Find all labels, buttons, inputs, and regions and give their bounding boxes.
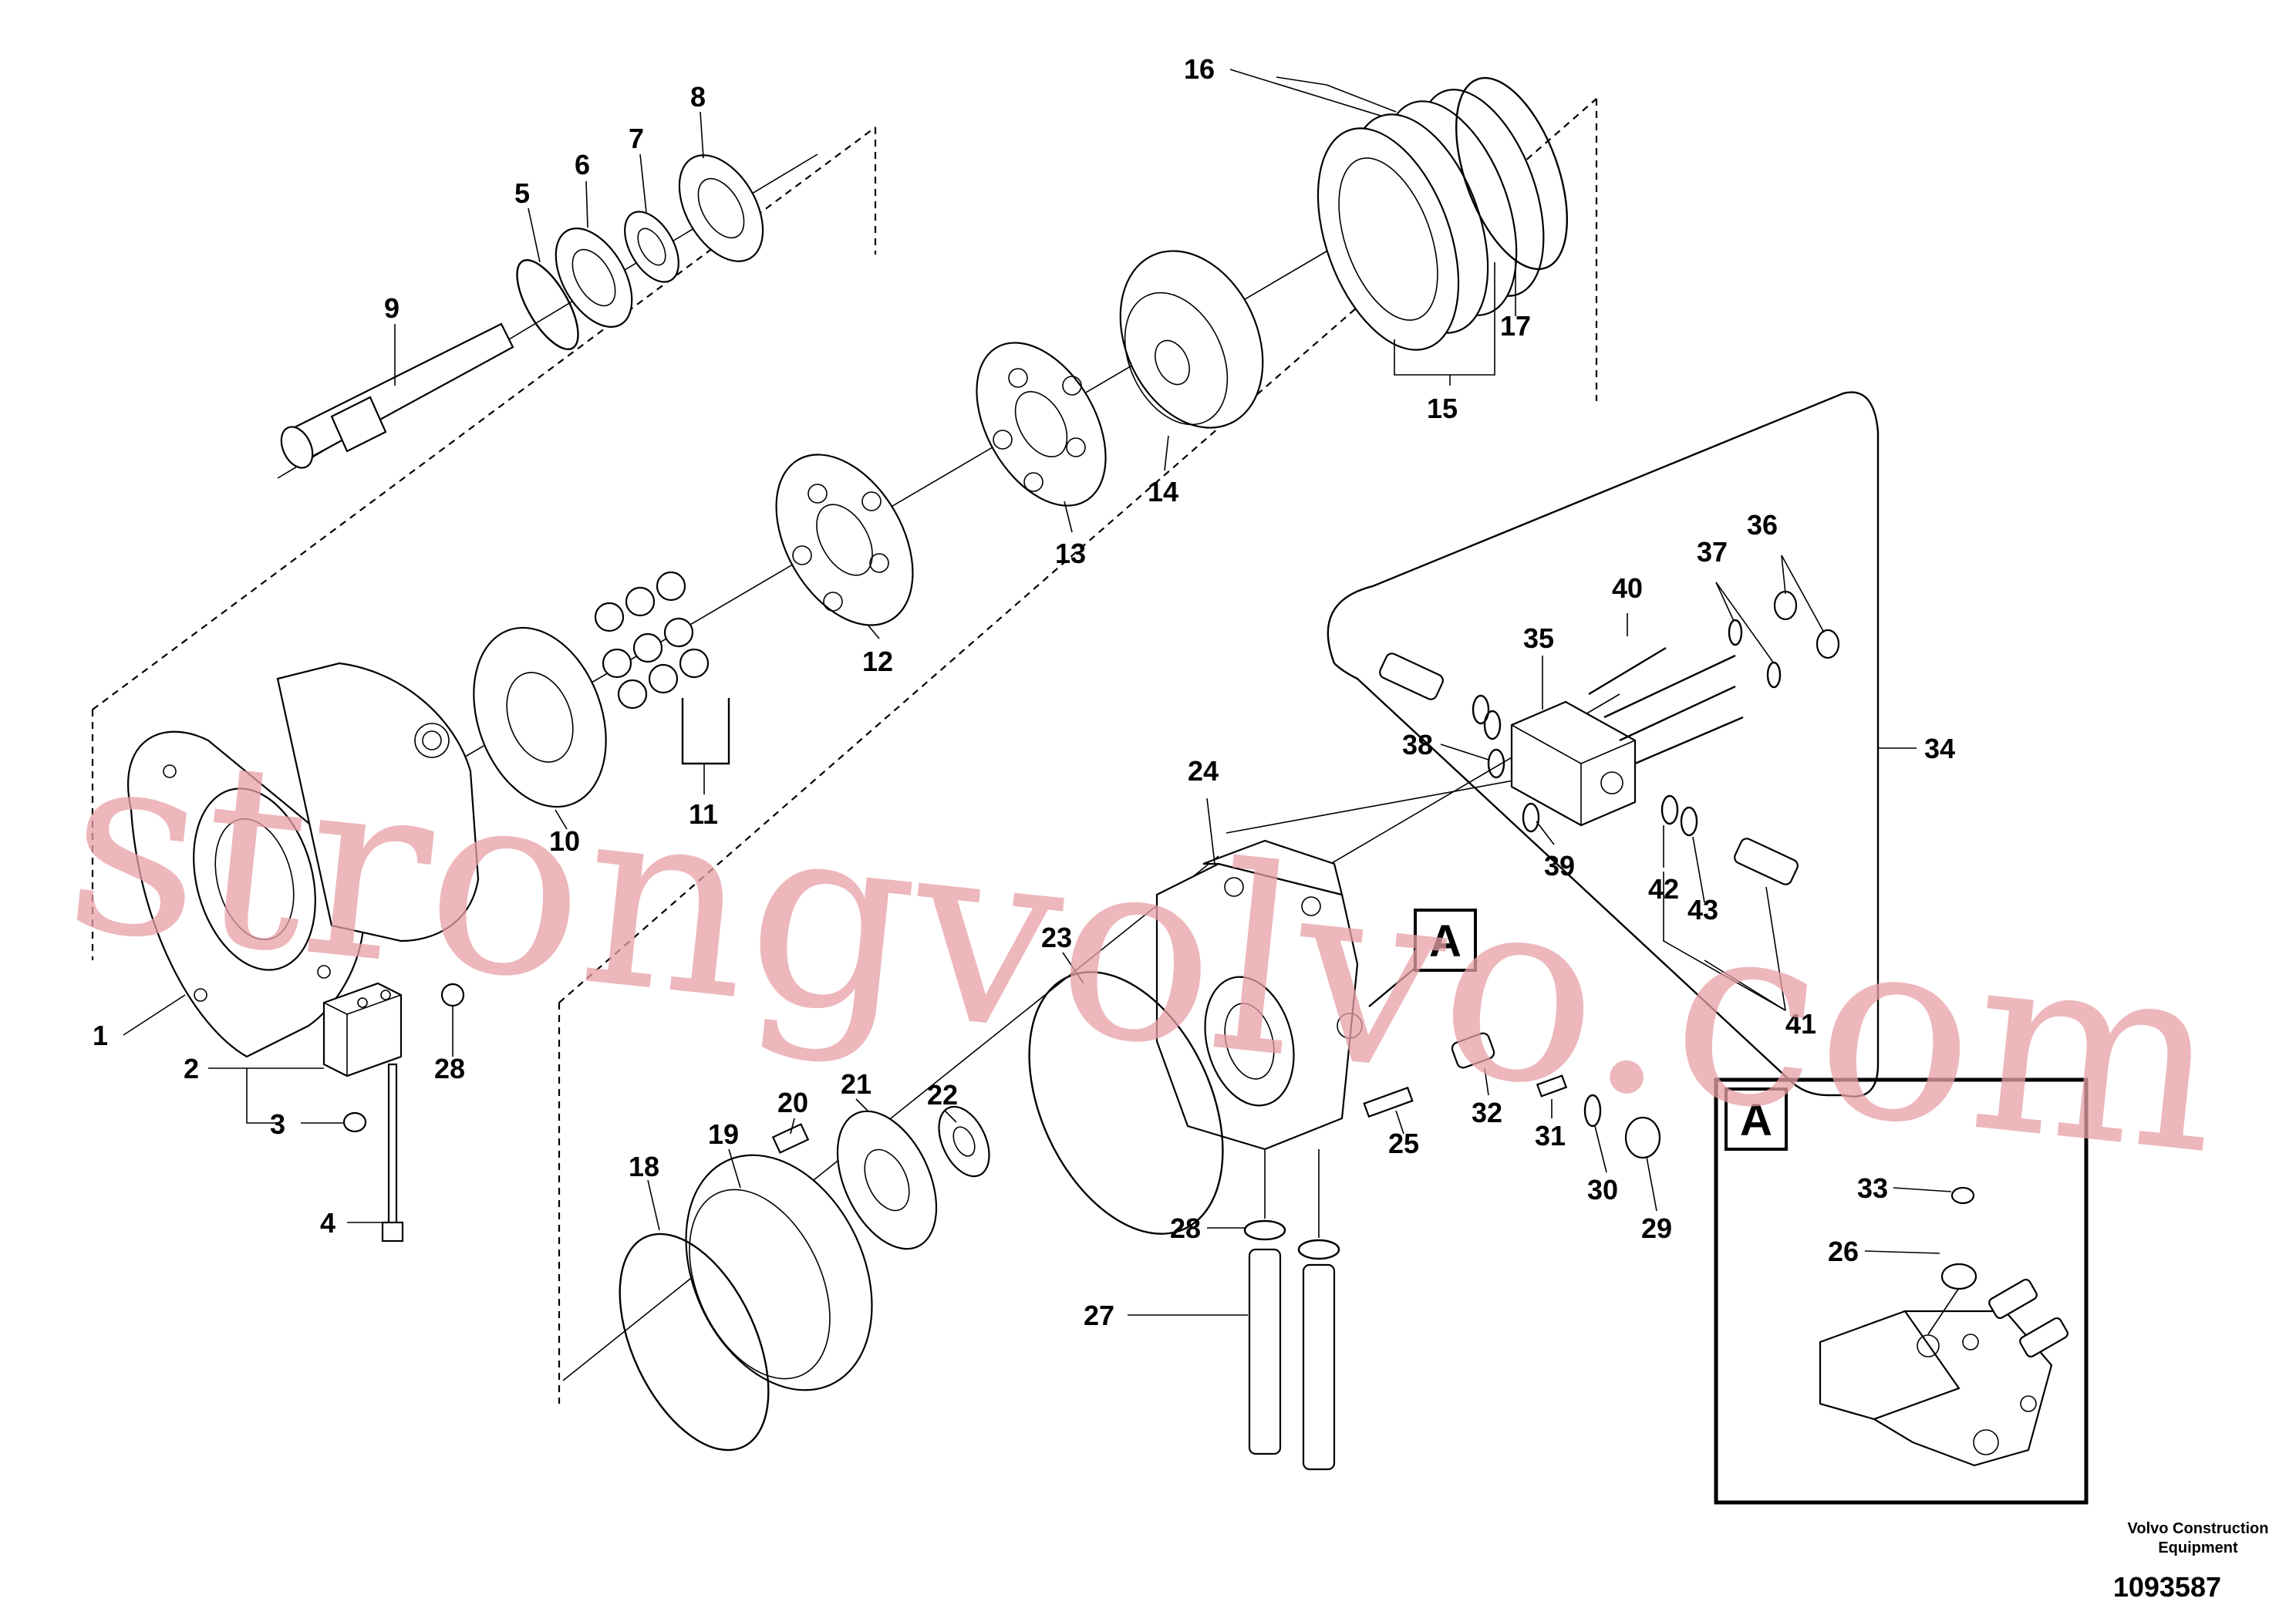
callout-17: 17 [1500, 310, 1531, 342]
relief-cartridge-parts [1379, 653, 1799, 885]
callout-43: 43 [1687, 894, 1718, 926]
piston-assembly-part [594, 571, 730, 765]
callout-2: 2 [184, 1053, 199, 1084]
callout-28-lower: 28 [1170, 1212, 1201, 1244]
cylinder-block-part [1119, 250, 1264, 429]
watermark-text: strongvolvo.com [56, 691, 2234, 1212]
detail-box-letter: A [1740, 1095, 1772, 1145]
callout-labels: 1 2 3 4 5 6 7 8 9 10 11 12 13 14 15 16 1… [93, 53, 1955, 1331]
callout-26: 26 [1828, 1236, 1859, 1267]
spool-valves-part [1243, 1149, 1340, 1471]
title-block: Volvo Construction Equipment 1093587 [2113, 1520, 2269, 1603]
callout-21: 21 [841, 1068, 872, 1100]
callout-39: 39 [1544, 850, 1575, 882]
callout-40: 40 [1612, 572, 1643, 604]
callout-34: 34 [1924, 733, 1955, 764]
exploded-frame-main [558, 98, 1598, 1404]
motor-housing-part [126, 662, 480, 1058]
callout-7: 7 [629, 123, 644, 154]
roller-bearing-part [678, 154, 764, 262]
callout-27: 27 [1084, 1300, 1114, 1331]
brake-o-ring-part [619, 1233, 770, 1452]
callout-35: 35 [1523, 622, 1554, 654]
snap-ring-part [516, 259, 579, 350]
callout-4: 4 [320, 1207, 335, 1239]
callout-13: 13 [1055, 538, 1086, 569]
drawing-number: 1093587 [2113, 1571, 2221, 1603]
callout-41: 41 [1785, 1008, 1816, 1040]
detail-marker-a [1368, 909, 1477, 1007]
drive-shaft-part [280, 322, 514, 469]
callout-1: 1 [93, 1020, 108, 1051]
callout-6: 6 [575, 149, 590, 180]
callout-14: 14 [1148, 476, 1178, 508]
callout-42: 42 [1648, 873, 1679, 905]
callout-10: 10 [549, 825, 580, 857]
callout-5: 5 [514, 177, 530, 209]
large-o-ring-part [1028, 971, 1224, 1235]
exploded-frame-upper [91, 126, 877, 960]
callout-24: 24 [1188, 755, 1219, 787]
callout-8: 8 [690, 81, 706, 113]
callout-3: 3 [270, 1108, 285, 1140]
callout-9: 9 [384, 292, 400, 324]
valve-detail-frame [1327, 391, 1880, 1098]
thrust-plate-part [473, 626, 607, 808]
callout-33: 33 [1857, 1172, 1888, 1204]
relief-valve-parts [1363, 1032, 1661, 1159]
callout-25: 25 [1388, 1128, 1419, 1159]
callout-23: 23 [1041, 922, 1072, 953]
callout-15: 15 [1427, 393, 1458, 424]
oil-seal-part [555, 228, 633, 328]
callout-28-upper: 28 [434, 1053, 465, 1084]
callout-30: 30 [1587, 1174, 1618, 1206]
detail-view-a [1714, 1077, 2089, 1505]
valve-plate-part [976, 342, 1107, 507]
leader-lines [123, 69, 1952, 1316]
callout-16: 16 [1184, 53, 1215, 85]
callout-18: 18 [629, 1151, 659, 1182]
block-bolts-part [1588, 646, 1744, 765]
brake-piston-plate-part [836, 1110, 938, 1250]
spacer-ring-part [624, 211, 679, 283]
brake-piston-part [685, 1154, 873, 1391]
bolt-part [381, 1063, 404, 1243]
callout-29: 29 [1641, 1212, 1672, 1244]
callout-19: 19 [708, 1118, 739, 1150]
callout-11: 11 [689, 798, 718, 830]
callout-37: 37 [1697, 536, 1728, 568]
callout-32: 32 [1472, 1097, 1502, 1128]
callout-20: 20 [777, 1087, 808, 1118]
callout-38: 38 [1402, 729, 1433, 760]
publisher-line-2: Equipment [2158, 1539, 2238, 1556]
callout-31: 31 [1535, 1120, 1566, 1152]
detail-marker-letter: A [1429, 916, 1462, 966]
publisher-line-1: Volvo Construction [2128, 1520, 2269, 1537]
relief-block-part [1510, 700, 1637, 827]
callout-12: 12 [862, 646, 893, 677]
callout-36: 36 [1747, 509, 1778, 541]
small-bearing-part [938, 1105, 990, 1178]
callout-22: 22 [927, 1079, 958, 1111]
retainer-plate-part [775, 454, 914, 626]
friction-plates-part [1317, 76, 1569, 351]
valve-block-part [322, 982, 403, 1077]
small-plugs [342, 983, 465, 1133]
plug-parts-36-37 [1728, 590, 1840, 689]
spring-part [771, 1123, 810, 1154]
